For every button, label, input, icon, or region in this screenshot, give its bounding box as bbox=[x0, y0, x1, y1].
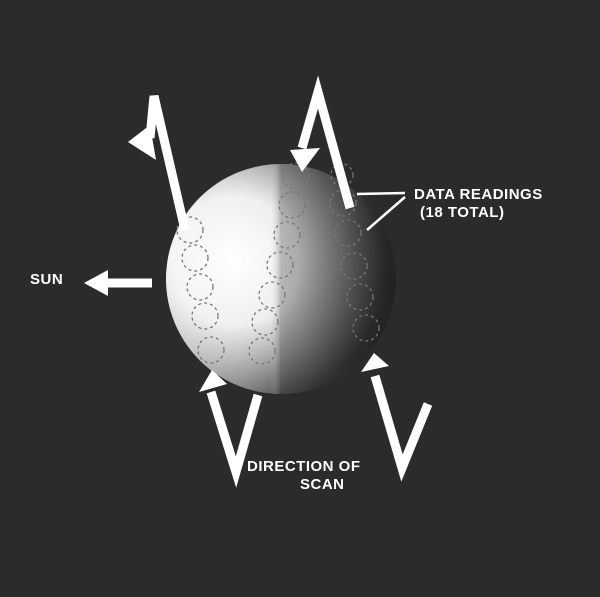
scan-arrow-upper-middle bbox=[297, 75, 355, 210]
direction-of-scan-label: DIRECTION OF SCAN bbox=[247, 458, 361, 494]
reading-circle bbox=[191, 302, 219, 330]
reading-circle bbox=[278, 191, 306, 219]
arrowhead-lower-right bbox=[361, 353, 389, 372]
reading-circle bbox=[266, 251, 294, 279]
reading-circle bbox=[197, 336, 225, 364]
arrowhead-upper-middle bbox=[290, 148, 320, 172]
pointer-line-upper bbox=[356, 191, 406, 196]
data-readings-label-line1: DATA READINGS bbox=[414, 186, 543, 203]
data-readings-label: DATA READINGS (18 TOTAL) bbox=[414, 186, 543, 222]
reading-circle bbox=[346, 283, 374, 311]
pointer-line-lower bbox=[366, 196, 406, 231]
arrowhead-upper-left bbox=[128, 125, 156, 160]
reading-circle bbox=[330, 163, 354, 187]
data-readings-label-line2: (18 TOTAL) bbox=[420, 204, 505, 221]
reading-circle bbox=[181, 244, 209, 272]
reading-circle bbox=[352, 314, 380, 342]
reading-circle bbox=[248, 337, 276, 365]
sun-arrowhead bbox=[84, 270, 108, 296]
reading-circles bbox=[176, 162, 380, 365]
scan-arrow-upper-left bbox=[145, 94, 190, 232]
reading-circle bbox=[251, 308, 279, 336]
reading-circle bbox=[186, 273, 214, 301]
reading-circle bbox=[176, 216, 204, 244]
reading-circle bbox=[273, 221, 301, 249]
reading-circle bbox=[282, 162, 310, 190]
scan-arrow-lower-middle bbox=[206, 390, 263, 488]
planet bbox=[166, 164, 396, 394]
planet-terminator-shading bbox=[166, 164, 396, 394]
reading-circle bbox=[334, 219, 362, 247]
direction-label-line1: DIRECTION OF bbox=[247, 458, 361, 475]
arrowheads bbox=[84, 125, 389, 392]
reading-circle bbox=[258, 281, 286, 309]
arrowhead-lower-middle bbox=[199, 370, 227, 392]
direction-label-line2: SCAN bbox=[300, 476, 345, 493]
scan-direction-arrows bbox=[105, 75, 433, 488]
scan-arrow-lower-right bbox=[370, 374, 433, 482]
reading-circle bbox=[340, 252, 368, 280]
sun-label: SUN bbox=[30, 271, 64, 288]
